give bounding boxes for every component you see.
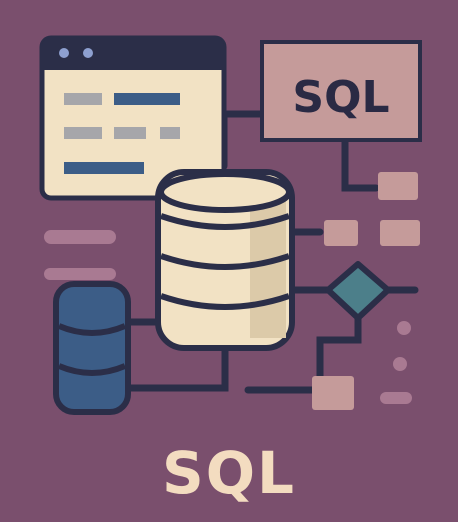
decorative-shapes — [44, 230, 412, 404]
browser-window-icon — [39, 35, 227, 201]
sql-box: SQL — [260, 40, 422, 142]
sql-box-label: SQL — [292, 72, 389, 123]
decision-diamond-icon — [325, 261, 391, 321]
decorative-boxes — [312, 172, 420, 410]
blue-database-icon — [53, 281, 131, 415]
database-cylinder-icon — [155, 169, 295, 351]
caption-title: SQL — [161, 439, 297, 507]
connector-lines — [126, 110, 419, 394]
